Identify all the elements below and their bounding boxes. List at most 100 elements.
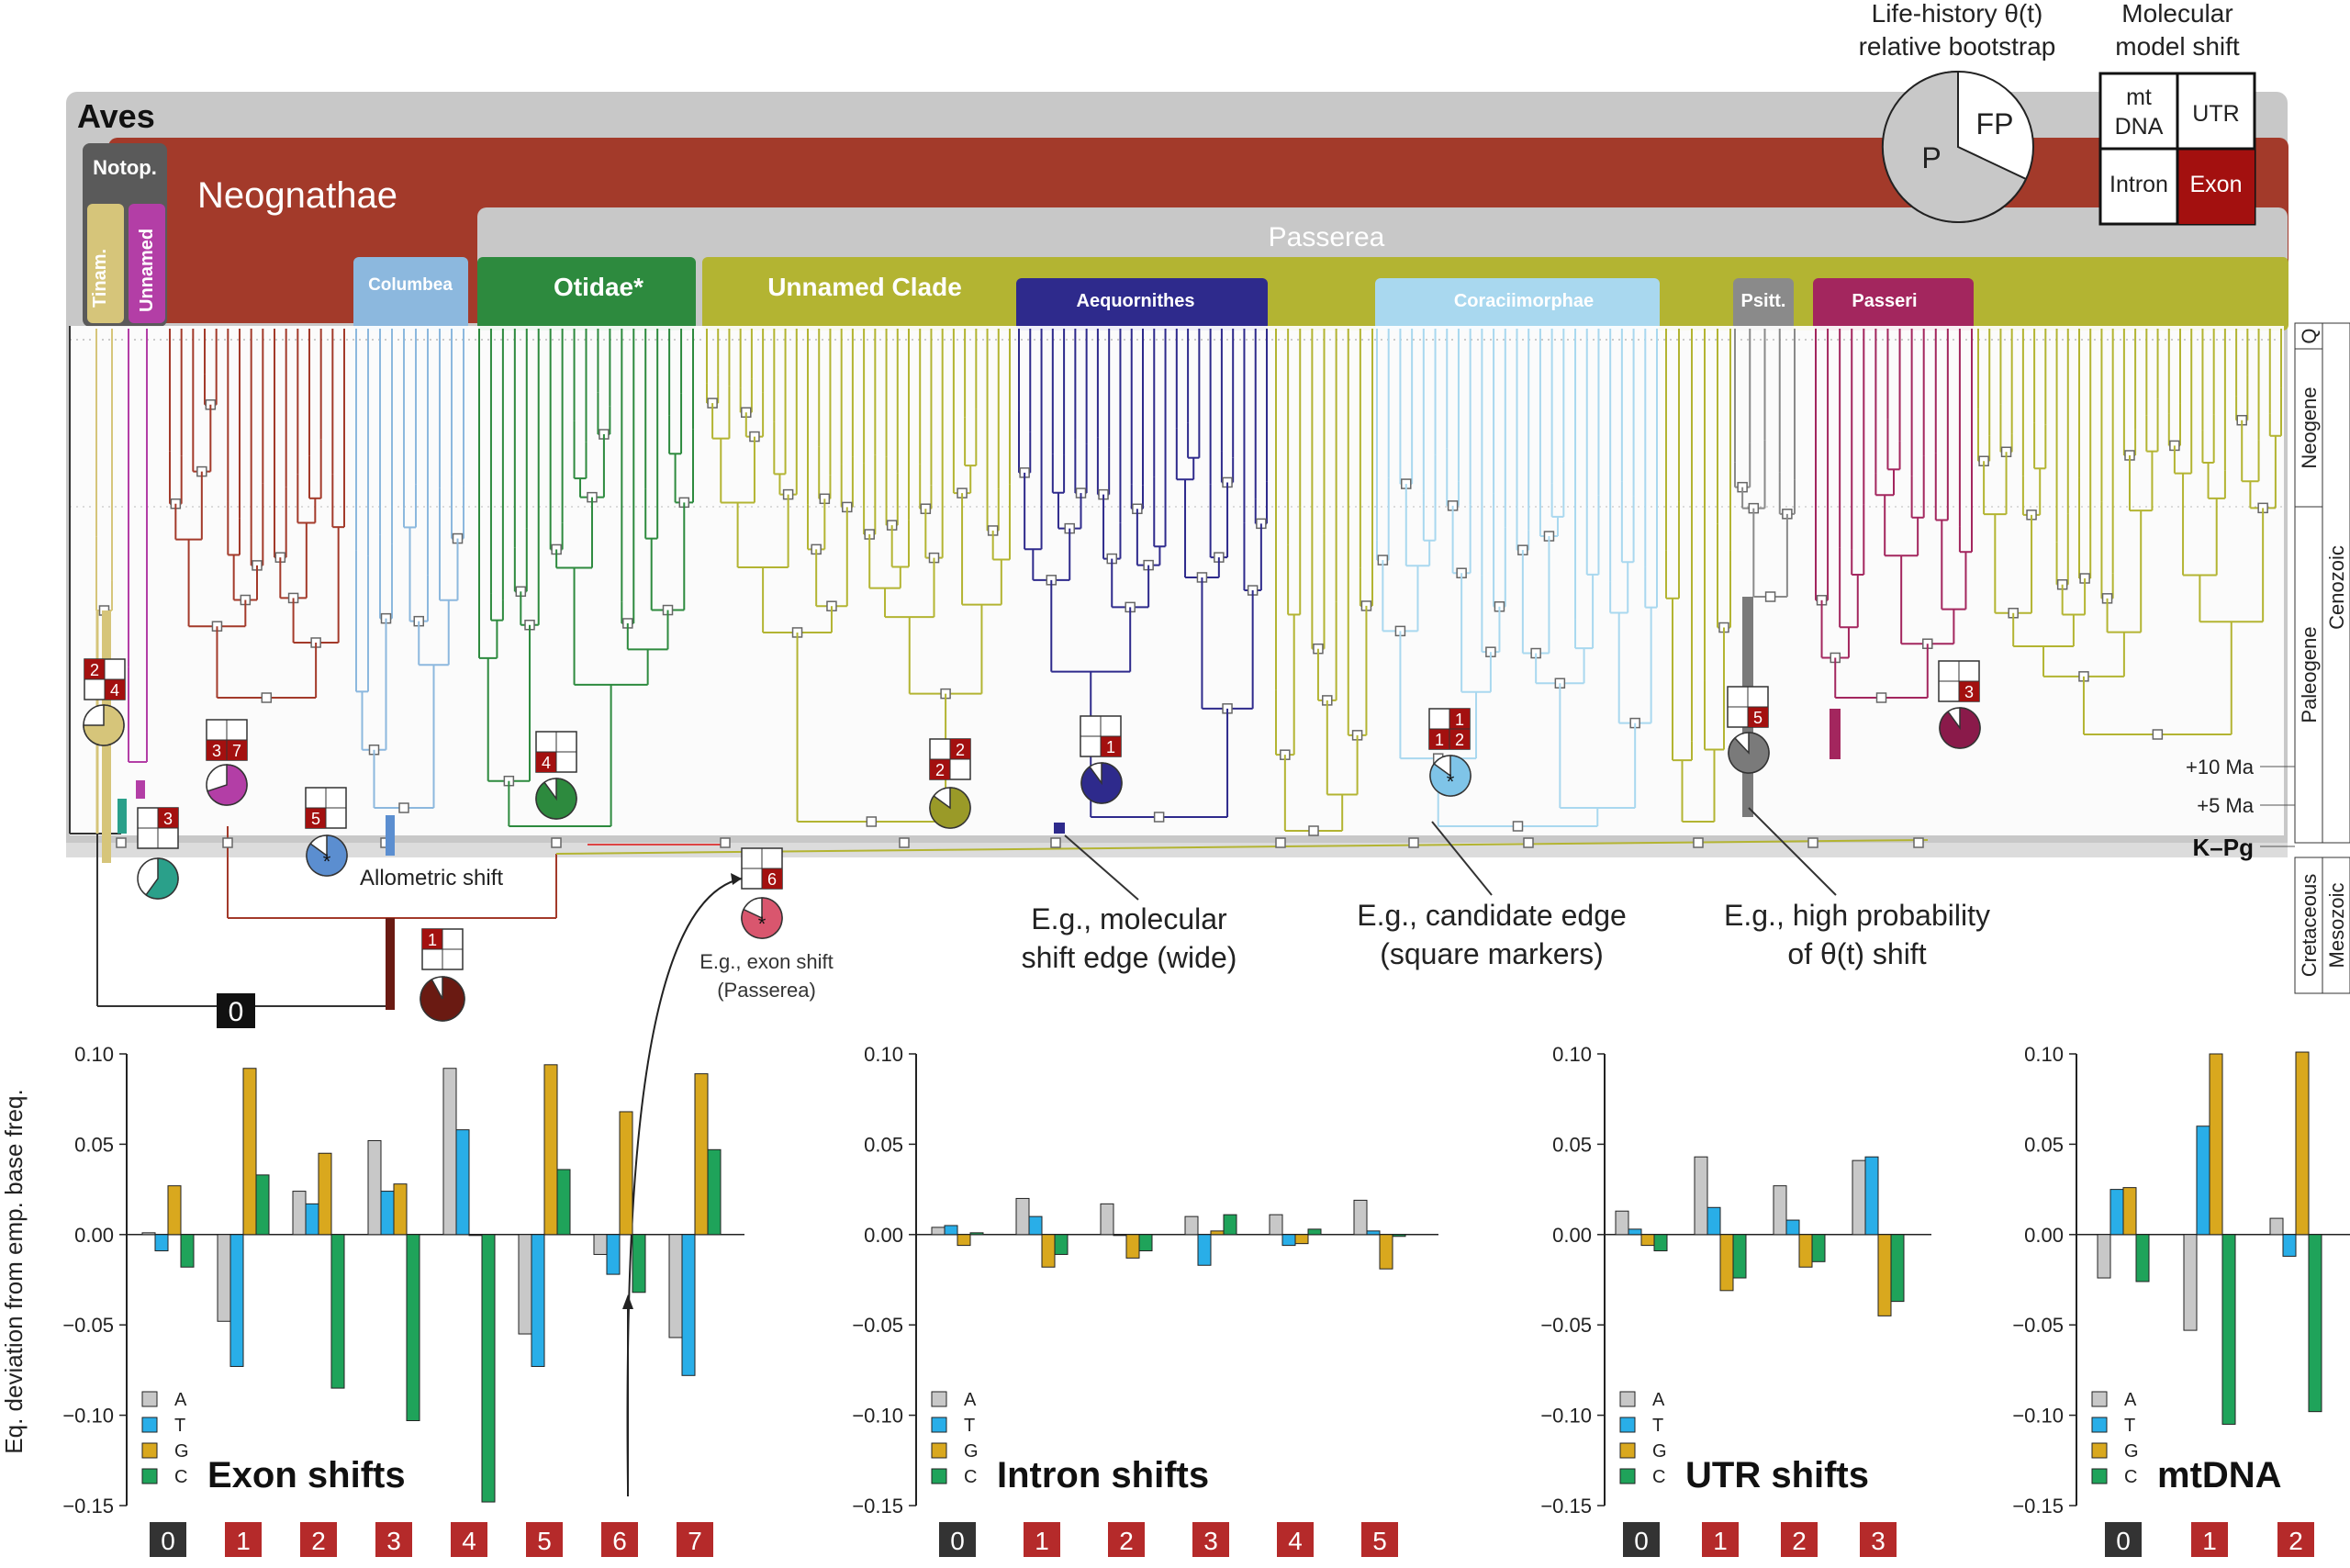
bar-T-2 bbox=[1785, 1219, 1800, 1236]
category-box bbox=[1024, 1522, 1060, 1557]
q-cell bbox=[2294, 322, 2323, 350]
node-marker bbox=[1308, 825, 1319, 836]
category-label: 1 bbox=[1713, 1527, 1728, 1555]
bar-G-1 bbox=[242, 1068, 257, 1236]
bar-G-7 bbox=[694, 1073, 709, 1236]
legend-label-G: G bbox=[964, 1441, 979, 1462]
bar-A-4 bbox=[1269, 1214, 1283, 1236]
y-tick-label: −0.05 bbox=[1540, 1314, 1592, 1337]
y-tick-label: −0.15 bbox=[1540, 1495, 1592, 1518]
bar-G-3 bbox=[1877, 1234, 1892, 1316]
bar-C-5 bbox=[556, 1169, 571, 1236]
lifehistory-title-1: Life-history θ(t) bbox=[1872, 0, 2043, 28]
cenozoic-cell bbox=[2322, 322, 2350, 844]
category-box bbox=[1277, 1522, 1314, 1557]
molecular-leader-line bbox=[1064, 834, 1139, 901]
plus5-label: +5 Ma bbox=[2197, 794, 2255, 817]
psitt-marker-cell-label: 5 bbox=[1753, 709, 1762, 727]
bar-G-6 bbox=[619, 1111, 633, 1236]
node-marker bbox=[1875, 692, 1887, 703]
molecular-legend: Molecular model shift mt DNA UTR Intron … bbox=[2098, 0, 2256, 226]
category-label: 2 bbox=[311, 1527, 326, 1555]
notop-marker-cell-label: 3 bbox=[163, 810, 173, 828]
unnamed-marker-cell-label: 2 bbox=[935, 761, 945, 779]
category-box bbox=[677, 1522, 713, 1557]
legend-label-C: C bbox=[1652, 1467, 1665, 1487]
bar-G-2 bbox=[1798, 1234, 1813, 1268]
y-tick-label: −0.05 bbox=[852, 1314, 903, 1337]
node-marker bbox=[1523, 837, 1534, 848]
category-label: 3 bbox=[1871, 1527, 1886, 1555]
aequor-marker-cell bbox=[1101, 736, 1121, 756]
y-tick-label: −0.10 bbox=[852, 1405, 903, 1428]
legend-swatch-T bbox=[931, 1417, 947, 1433]
bar-G-5 bbox=[543, 1064, 558, 1236]
bar-C-1 bbox=[1732, 1234, 1747, 1279]
legend-label-C: C bbox=[2124, 1467, 2137, 1487]
legend-swatch-G bbox=[141, 1442, 158, 1459]
exon-link-arrowhead bbox=[731, 873, 742, 885]
bar-A-6 bbox=[593, 1234, 608, 1255]
legend-swatch-G bbox=[2091, 1442, 2108, 1459]
bar-G-3 bbox=[1210, 1230, 1225, 1236]
y-tick-label: 0.00 bbox=[1552, 1224, 1592, 1247]
bar-T-0 bbox=[2109, 1189, 2124, 1236]
y-tick-label: 0.05 bbox=[74, 1133, 114, 1156]
y-tick-label: −0.15 bbox=[852, 1495, 903, 1518]
y-tick-label: 0.05 bbox=[864, 1133, 903, 1156]
bar-G-2 bbox=[318, 1152, 332, 1236]
bar-G-4 bbox=[1294, 1234, 1309, 1245]
category-box bbox=[2191, 1522, 2228, 1557]
y-tick-label: −0.05 bbox=[2012, 1314, 2064, 1337]
legend-swatch-C bbox=[1619, 1468, 1636, 1484]
bar-G-4 bbox=[468, 1234, 483, 1237]
clade-labels: Aves Notop. Tinam. Unnamed Neognathae Pa… bbox=[77, 97, 1918, 312]
category-label: 5 bbox=[1372, 1527, 1387, 1555]
bar-A-5 bbox=[518, 1234, 532, 1335]
aequor-shift-edge bbox=[1054, 823, 1065, 834]
category-label: 0 bbox=[1634, 1527, 1649, 1555]
bar-T-2 bbox=[2282, 1234, 2297, 1257]
category-box bbox=[1108, 1522, 1145, 1557]
bar-C-1 bbox=[1054, 1234, 1069, 1255]
y-tick-label: 0.00 bbox=[2024, 1224, 2064, 1247]
legend-label-A: A bbox=[174, 1390, 187, 1410]
otidae-label: Otidae* bbox=[554, 273, 643, 301]
node-marker bbox=[899, 837, 910, 848]
legend-swatch-T bbox=[141, 1417, 158, 1433]
unnamed-marker-cell-label: 2 bbox=[956, 741, 965, 759]
bar-T-0 bbox=[1628, 1228, 1642, 1236]
bar-C-4 bbox=[481, 1234, 496, 1503]
mesozoic-cell bbox=[2322, 857, 2350, 994]
legend-label-G: G bbox=[2124, 1441, 2139, 1462]
category-box bbox=[1192, 1522, 1229, 1557]
passeri-marker-pie-slice bbox=[1939, 707, 1981, 749]
candidate-leader-line bbox=[1431, 821, 1493, 896]
category-box bbox=[1702, 1522, 1739, 1557]
passerea-label: Passerea bbox=[1269, 222, 1385, 252]
category-label: 7 bbox=[688, 1527, 702, 1555]
bar-T-2 bbox=[1113, 1234, 1127, 1237]
root-marker-cell-label: 1 bbox=[428, 931, 437, 949]
legend-label-G: G bbox=[1652, 1441, 1667, 1462]
bar-T-2 bbox=[305, 1203, 319, 1236]
bar-T-0 bbox=[944, 1225, 958, 1236]
psitt-label: Psitt. bbox=[1741, 291, 1786, 311]
y-tick-label: 0.10 bbox=[2024, 1043, 2064, 1066]
passerea-marker-cell bbox=[762, 868, 782, 889]
bar-A-2 bbox=[292, 1191, 307, 1236]
bar-T-6 bbox=[606, 1234, 621, 1275]
bar-G-0 bbox=[2122, 1187, 2137, 1236]
legend-swatch-A bbox=[1619, 1391, 1636, 1407]
unnamed-small-label: Unnamed bbox=[137, 229, 157, 312]
passeri-marker-cell bbox=[1959, 681, 1979, 701]
columbea-shift-edge bbox=[386, 815, 395, 856]
bar-T-3 bbox=[1864, 1156, 1879, 1236]
unnamed-shift-edge bbox=[136, 780, 145, 799]
node-marker bbox=[1050, 837, 1061, 848]
legend-label-T: T bbox=[1652, 1416, 1663, 1436]
y-tick-label: −0.15 bbox=[62, 1495, 114, 1518]
